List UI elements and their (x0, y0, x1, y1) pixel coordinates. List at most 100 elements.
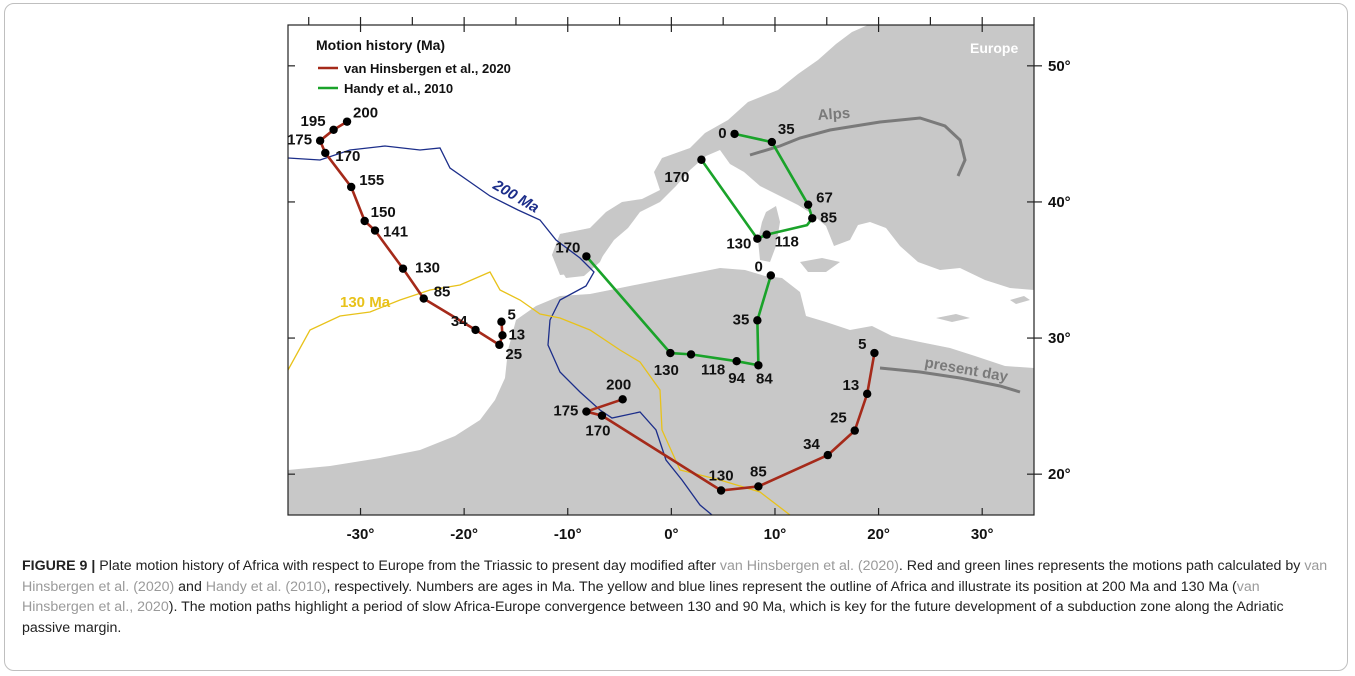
age-point-handy_north-0 (730, 129, 739, 139)
age-label-handy_north-85: 85 (820, 209, 837, 226)
age-point-handy_south-35 (753, 316, 762, 325)
age-point-vh_north-13 (498, 331, 507, 340)
caption-text: ). The motion paths highlight a period o… (22, 599, 1284, 636)
caption-body: Plate motion history of Africa with resp… (22, 558, 1327, 636)
age-label-vh_north-34: 34 (451, 313, 468, 330)
age-label-vh_south-200: 200 (606, 376, 631, 393)
landmass-africa (288, 268, 1034, 515)
age-label-handy_south-170: 170 (555, 239, 580, 256)
age-label-vh_north-170: 170 (335, 148, 360, 165)
age-point-vh_south-13 (862, 389, 872, 399)
caption-citation[interactable]: van Hinsbergen et al., 2020 (22, 578, 1260, 616)
y-tick-label: 50° (1048, 58, 1071, 75)
age-label-handy_south-94: 94 (728, 370, 745, 387)
age-point-vh_north-175 (315, 136, 325, 145)
motion-paths: 2001951751701551501411308534251352001751… (287, 105, 879, 495)
figure-caption: FIGURE 9 | Plate motion history of Afric… (22, 556, 1332, 638)
legend-label-handy: Handy et al., 2010 (344, 81, 453, 96)
age-label-handy_south-118: 118 (701, 361, 725, 378)
age-label-vh_north-141: 141 (383, 224, 408, 241)
age-point-vh_north-155 (347, 182, 356, 192)
age-label-vh_north-200: 200 (353, 105, 378, 122)
age-point-vh_north-25 (495, 340, 504, 350)
island-crete (936, 314, 970, 322)
x-tick-label: 30° (971, 526, 994, 543)
age-point-vh_south-34 (823, 450, 833, 460)
age-label-vh_south-13: 13 (842, 377, 859, 394)
age-point-handy_north-35 (767, 137, 777, 147)
caption-citation[interactable]: van Hinsbergen et al. (2020) (719, 558, 899, 574)
age-label-vh_north-85: 85 (434, 284, 451, 301)
age-point-vh_north-150 (360, 216, 369, 226)
age-label-vh_south-25: 25 (830, 410, 847, 427)
age-point-vh_south-175 (582, 407, 591, 416)
age-label-handy_north-67: 67 (816, 190, 833, 207)
age-point-vh_south-85 (754, 482, 763, 491)
age-point-handy_south-94 (732, 356, 741, 366)
basemap (288, 25, 1034, 515)
y-tick-label: 20° (1048, 466, 1071, 483)
y-tick-label: 30° (1048, 330, 1071, 347)
landmass-europe (552, 25, 1034, 290)
x-tick-label: -20° (450, 526, 478, 543)
age-point-vh_north-170 (321, 148, 330, 158)
age-label-vh_south-85: 85 (750, 463, 767, 480)
caption-citation[interactable]: van Hinsbergen et al. (2020) (22, 558, 1328, 595)
caption-text: Plate motion history of Africa with resp… (95, 558, 720, 574)
caption-text: and (174, 578, 206, 595)
age-point-vh_south-130 (716, 486, 726, 495)
x-axis: -30°-20°-10°0°10°20°30° (308, 17, 1035, 543)
age-point-vh_north-141 (370, 226, 380, 235)
outline-130ma (288, 271, 791, 515)
legend-label-van-hinsbergen: van Hinsbergen et al., 2020 (344, 61, 511, 76)
legend: Motion history (Ma) van Hinsbergen et al… (316, 37, 511, 96)
age-point-vh_north-130 (398, 264, 408, 273)
legend-title: Motion history (Ma) (316, 37, 445, 53)
age-point-vh_south-5 (870, 348, 879, 358)
age-point-handy_south-84 (754, 361, 763, 370)
age-point-handy_north-67 (803, 200, 813, 209)
age-point-handy_north-85 (808, 214, 817, 223)
age-label-vh_south-130: 130 (709, 468, 734, 485)
age-label-handy_south-84: 84 (756, 370, 773, 387)
label-europe: Europe (970, 40, 1018, 56)
present-day-outline (879, 366, 1021, 394)
x-tick-label: 0° (664, 526, 678, 543)
caption-text: . Red and green lines represents the mot… (898, 558, 1305, 574)
age-label-vh_south-34: 34 (803, 436, 820, 453)
caption-citation[interactable]: Handy et al. (2010) (205, 578, 327, 595)
label-alps: Alps (817, 105, 851, 124)
age-point-handy_south-170 (582, 252, 591, 261)
age-label-vh_north-13: 13 (508, 326, 525, 343)
age-label-vh_north-25: 25 (505, 346, 522, 363)
age-point-vh_north-34 (471, 325, 480, 335)
age-point-vh_north-200 (342, 117, 352, 126)
age-label-vh_north-130: 130 (415, 260, 440, 277)
x-tick-label: 20° (867, 526, 890, 543)
age-point-handy_south-0 (766, 271, 776, 280)
age-label-vh_north-5: 5 (507, 307, 515, 324)
age-point-handy_south-130 (666, 348, 675, 358)
age-label-handy_north-118: 118 (775, 234, 799, 251)
age-point-vh_south-25 (850, 426, 859, 435)
figure-label: FIGURE 9 | (22, 558, 96, 574)
y-axis: 50° 40° 30° 20° (288, 58, 1071, 483)
x-tick-label: 10° (764, 526, 787, 543)
label-130ma: 130 Ma (340, 294, 391, 311)
y-tick-label: 40° (1048, 194, 1071, 211)
age-point-handy_north-130 (753, 234, 762, 243)
plot-frame (287, 24, 1035, 516)
age-label-vh_north-195: 195 (301, 113, 326, 130)
age-label-vh_north-155: 155 (359, 172, 384, 189)
age-label-vh_south-5: 5 (858, 336, 866, 353)
age-point-vh_south-200 (618, 395, 627, 404)
age-label-vh_south-170: 170 (585, 423, 610, 440)
motion-history-map: -30°-20°-10°0°10°20°30° 50°40°30°20° 200… (287, 17, 1071, 543)
age-label-handy_north-0: 0 (718, 125, 726, 142)
age-label-vh_south-175: 175 (553, 403, 578, 420)
island-sicily (800, 258, 840, 272)
alps-outline (749, 116, 967, 177)
x-tick-label: -10° (554, 526, 582, 543)
age-point-vh_north-195 (329, 125, 338, 135)
age-label-vh_north-150: 150 (371, 204, 396, 221)
